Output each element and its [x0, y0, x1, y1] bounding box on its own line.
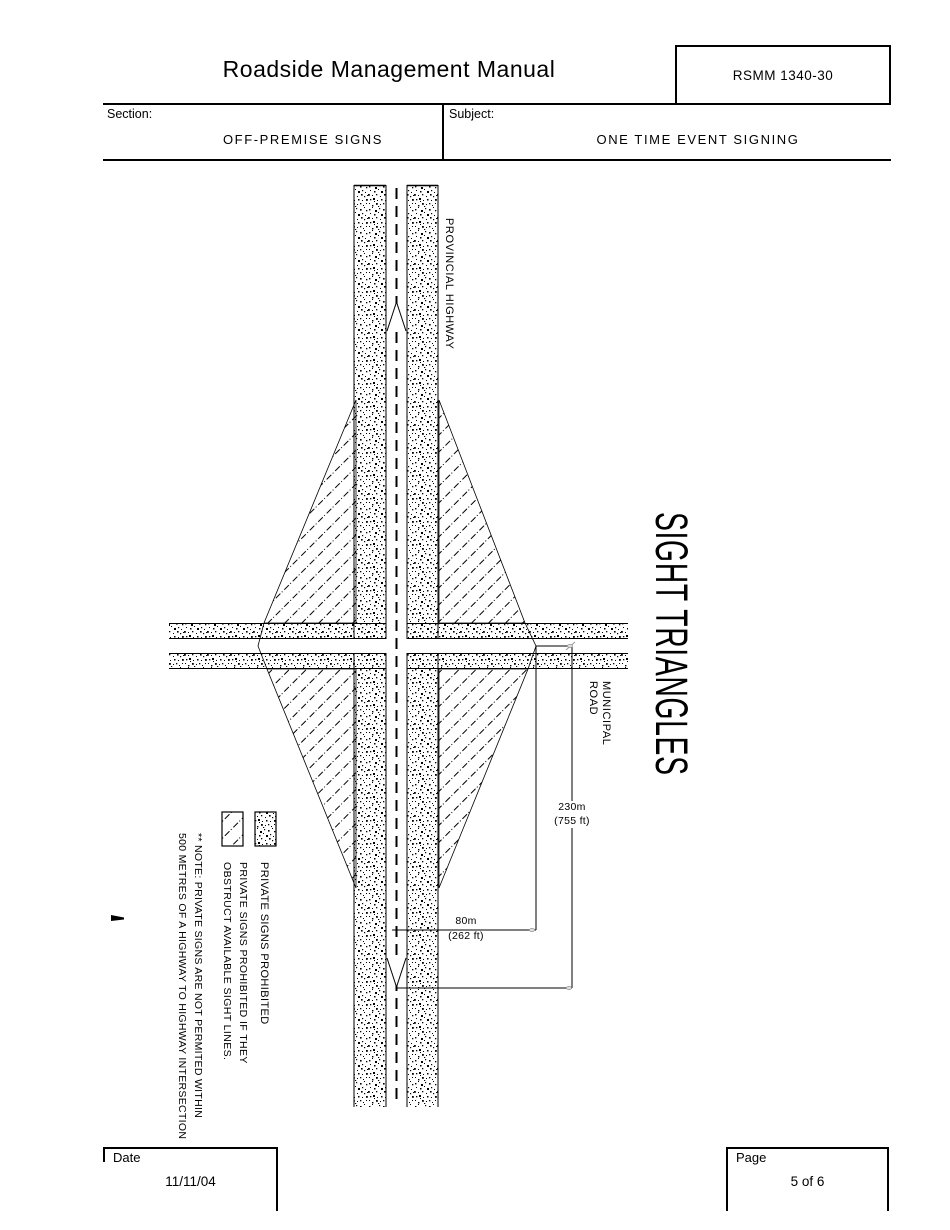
- dim-80-label: 80m (262 ft): [448, 915, 484, 942]
- up-arrowhead: [386, 300, 407, 332]
- section-value: OFF-PREMISE SIGNS: [222, 132, 384, 147]
- doc-number-box: RSMM 1340-30: [675, 45, 891, 103]
- page-label: Page: [736, 1150, 767, 1165]
- sight-triangle-lower-left: [266, 668, 357, 889]
- doc-number: RSMM 1340-30: [732, 67, 834, 83]
- header-cell-divider: [442, 103, 444, 160]
- provincial-highway-label: PROVINCIAL HIGHWAY: [443, 218, 455, 350]
- dim-230-label: 230m (755 ft): [546, 801, 598, 828]
- note-text: ** NOTE: PRIVATE SIGNS ARE NOT PERMITED …: [176, 833, 204, 1140]
- page-value: 5 of 6: [790, 1174, 825, 1189]
- sight-triangles: [257, 399, 537, 889]
- date-value: 11/11/04: [165, 1174, 216, 1189]
- page-title: Roadside Management Manual: [222, 56, 556, 82]
- legend: [221, 811, 277, 847]
- highway-centerline: [386, 188, 407, 1104]
- header-rule-top: [103, 103, 891, 105]
- sight-triangle-upper-right: [438, 399, 526, 624]
- legend-hatch-swatch: [221, 811, 244, 847]
- sight-triangle-lower-right: [438, 668, 529, 889]
- sight-triangles-title: SIGHT TRIANGLES: [646, 512, 697, 776]
- down-arrowhead: [386, 957, 407, 989]
- header-rule-bottom: [103, 159, 891, 161]
- municipal-road-label: MUNICIPAL ROAD: [587, 681, 612, 746]
- legend-stipple-swatch: [254, 811, 277, 847]
- legend-hatch-caption: PRIVATE SIGNS PROHIBITED IF THEY OBSTRUC…: [221, 862, 250, 1064]
- date-box-left-tick: [103, 1147, 105, 1162]
- legend-stipple-caption: PRIVATE SIGNS PROHIBITED: [258, 862, 270, 1025]
- print-artifact: [111, 915, 124, 921]
- sight-line-left-connector: [257, 622, 268, 670]
- page-box: [726, 1147, 889, 1211]
- subject-label: Subject:: [449, 107, 495, 121]
- subject-value: ONE TIME EVENT SIGNING: [596, 132, 800, 147]
- date-box: [103, 1147, 278, 1211]
- municipal-road: [169, 623, 628, 669]
- sight-triangle-upper-left: [263, 399, 357, 624]
- section-label: Section:: [107, 107, 153, 121]
- date-label: Date: [113, 1150, 141, 1165]
